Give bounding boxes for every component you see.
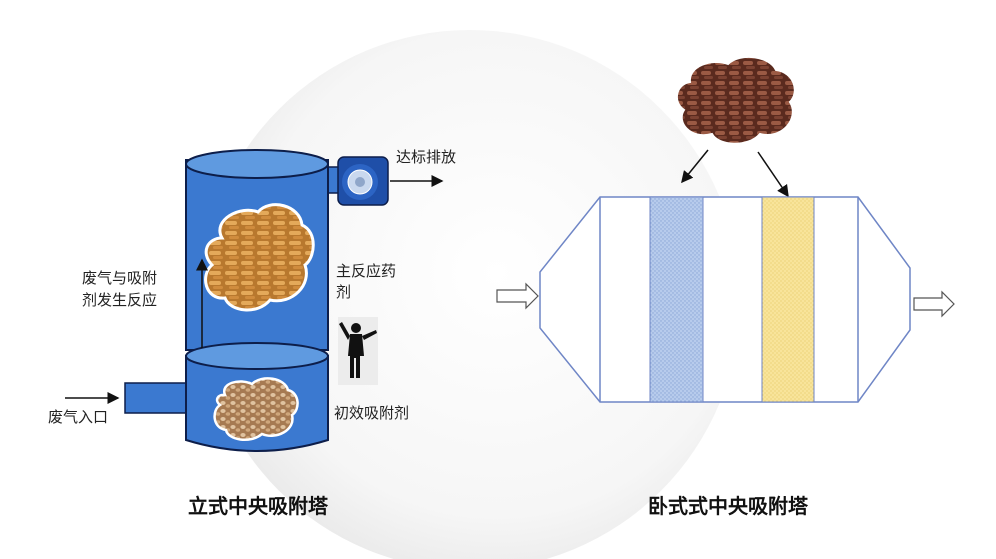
background-circle	[200, 30, 740, 559]
inlet-label: 废气入口	[48, 408, 108, 426]
exhaust-fan	[337, 156, 389, 206]
yellow-filter-layer	[761, 196, 815, 403]
horizontal-tower: 卧式式中央吸附塔	[496, 55, 955, 518]
reaction-label-line1: 废气与吸附	[82, 269, 157, 287]
horizontal-tower-caption: 卧式式中央吸附塔	[648, 494, 809, 518]
vertical-tower: 达标排放 废气与吸附 剂发生反应 主反应药 剂 初效吸附剂 废气入口 立式中央吸…	[48, 148, 456, 518]
blue-filter-layer	[649, 196, 704, 403]
person-silhouette-icon	[338, 317, 378, 385]
vertical-tower-caption: 立式中央吸附塔	[188, 494, 329, 518]
outlet-flow-arrow-icon	[913, 290, 955, 318]
primary-adsorbent-label: 初效吸附剂	[334, 404, 409, 422]
main-reagent-label-line2: 剂	[336, 283, 351, 301]
separator-plate	[185, 342, 329, 370]
inlet-flow-arrow-icon	[496, 282, 539, 310]
feed-arrow-right	[757, 151, 789, 198]
feed-arrow-left	[681, 149, 709, 184]
horizontal-housing	[539, 196, 911, 403]
main-reagent-label-line1: 主反应药	[336, 262, 396, 280]
inlet-pipe	[124, 382, 190, 414]
cylinder-top	[185, 149, 329, 179]
adsorbent-granules	[675, 55, 796, 145]
reaction-label-line2: 剂发生反应	[82, 291, 157, 309]
primary-adsorbent-granules	[213, 377, 299, 442]
outlet-label: 达标排放	[396, 148, 456, 166]
